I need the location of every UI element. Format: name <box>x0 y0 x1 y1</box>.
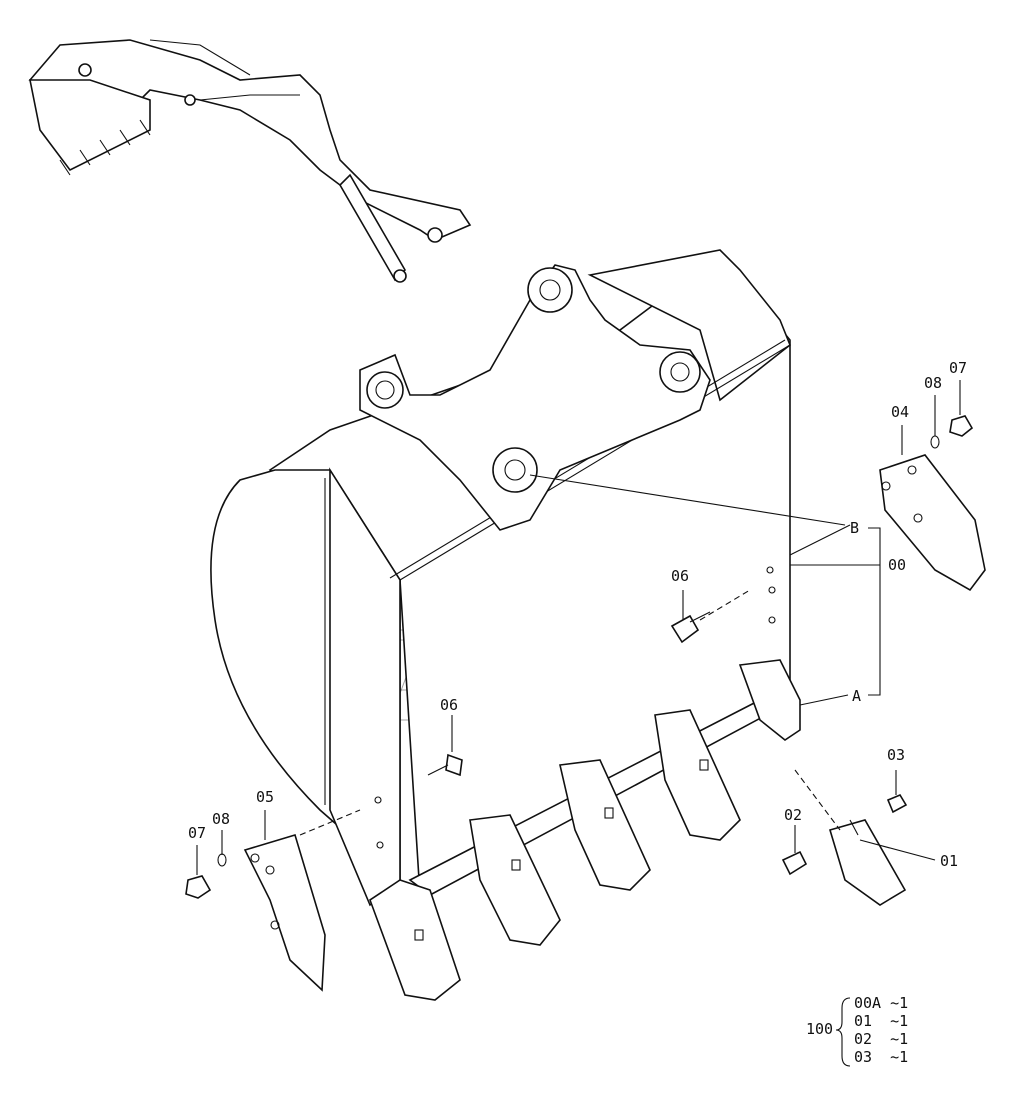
callout-08-right: 08 <box>924 374 942 392</box>
tooth-set <box>369 659 801 1001</box>
leader-lines <box>196 380 961 875</box>
excavator-arm-illustration <box>28 39 472 283</box>
callout-00: 00 <box>888 556 906 574</box>
callout-06-lower: 06 <box>440 696 458 714</box>
tooth-01 <box>829 819 907 906</box>
bolt-06-lower <box>427 753 463 777</box>
callout-04: 04 <box>891 403 909 421</box>
callout-01: 01 <box>940 852 958 870</box>
callout-02: 02 <box>784 806 802 824</box>
pin-02 <box>781 850 808 876</box>
callout-07-left: 07 <box>188 824 206 842</box>
callout-07-right: 07 <box>949 359 967 377</box>
callout-labels: 00 01 02 03 04 05 06 06 07 07 08 08 A B <box>188 359 967 870</box>
lock-03 <box>886 793 908 814</box>
bolt-06-upper <box>670 611 711 644</box>
callout-B: B <box>850 519 859 537</box>
nut-07-left <box>185 875 212 899</box>
assembly-prefix: 100 <box>806 1020 833 1038</box>
side-cutter-05 <box>243 834 326 992</box>
assembly-line-1: 00A ~1 <box>854 994 908 1012</box>
assembly-line-4: 03 ~1 <box>854 1048 908 1066</box>
callout-06-upper: 06 <box>671 567 689 585</box>
callout-03: 03 <box>887 746 905 764</box>
nut-07-right <box>949 415 974 437</box>
assembly-line-2: 01 ~1 <box>854 1012 908 1030</box>
assembly-line-3: 02 ~1 <box>854 1030 908 1048</box>
washer-08-right <box>930 435 940 449</box>
side-cutter-04 <box>879 454 986 592</box>
callout-05: 05 <box>256 788 274 806</box>
callout-A: A <box>852 687 861 705</box>
washer-08-left <box>217 853 227 867</box>
assembly-note: 100 00A ~1 01 ~1 02 ~1 03 ~1 <box>806 994 908 1067</box>
callout-08-left: 08 <box>212 810 230 828</box>
assembly-brace <box>835 997 851 1067</box>
